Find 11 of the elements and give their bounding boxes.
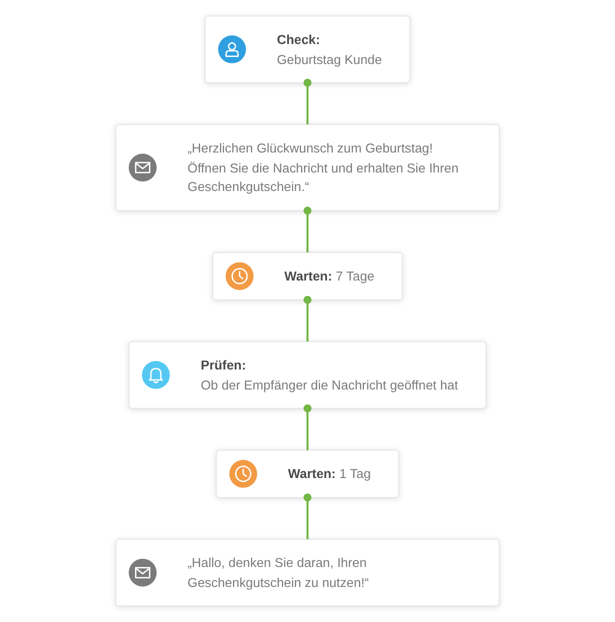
connector [304, 494, 312, 540]
node-box: Warten: 7 Tage [212, 252, 403, 300]
node-box: „Herzlichen Glückwunsch zum Geburtstag! Öffnen Sie die Nachricht und erhalten Sie Ihren Geschenkgutschein.“ [115, 124, 500, 212]
connector [304, 78, 312, 125]
connector [304, 206, 312, 252]
node-box: Check: Geburtstag Kunde [204, 15, 410, 84]
connector [304, 404, 312, 450]
connector [304, 296, 312, 342]
node-box: Prüfen: Ob der Empfänger die Nachricht geöffnet hat [128, 341, 486, 409]
node-box: Warten: 1 Tag [216, 450, 400, 498]
node-box: „Hallo, denken Sie daran, Ihren Geschenkgutschein zu nutzen!“ [115, 538, 500, 607]
